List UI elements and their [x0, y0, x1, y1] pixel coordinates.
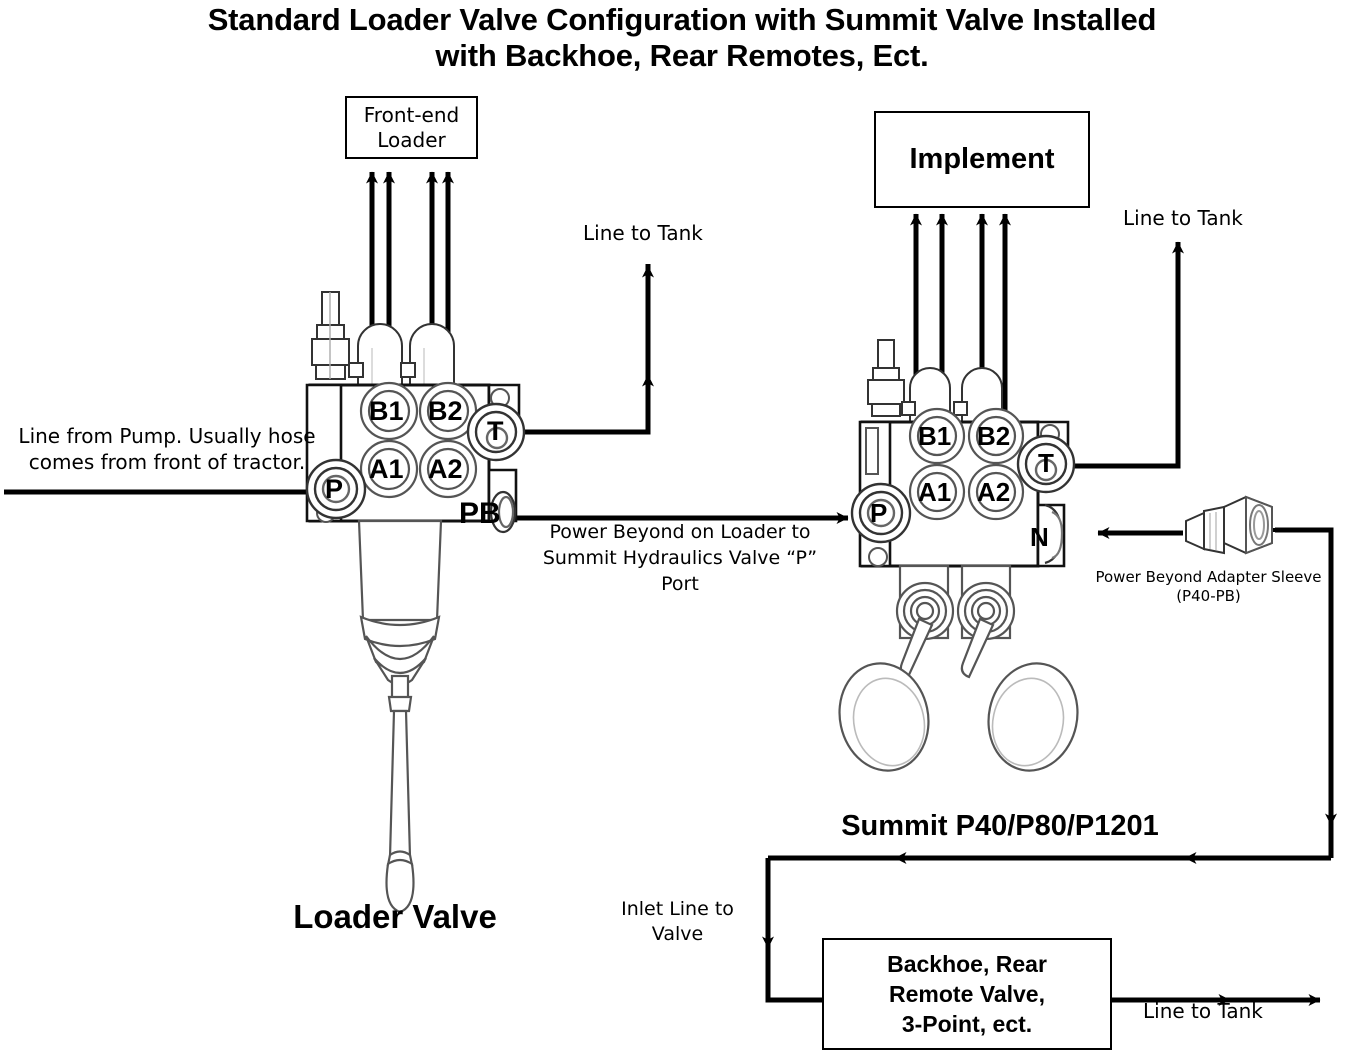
loader-port-b1: B1 [369, 396, 404, 426]
loader-port-b2: B2 [428, 396, 463, 426]
loader-port-p: P [325, 474, 344, 504]
implement-label: Implement [909, 143, 1055, 175]
summit-valve-illustration [838, 339, 1079, 772]
loader-valve-illustration [305, 291, 526, 914]
summit-n-port [1044, 503, 1064, 565]
summit-port-b1: B1 [918, 421, 952, 451]
title-line-1: Standard Loader Valve Configuration with… [207, 2, 1157, 37]
summit-port-t: T [1038, 448, 1054, 478]
front-end-loader-box: Front-end Loader [345, 96, 478, 159]
loader-port-a1: A1 [369, 454, 404, 484]
loader-valve-caption: Loader Valve [293, 898, 497, 935]
summit-tank-line [1065, 241, 1184, 469]
summit-levers [838, 564, 1079, 772]
page-title: Standard Loader Valve Configuration with… [0, 2, 1364, 74]
summit-port-a1: A1 [918, 477, 952, 507]
loader-t-port [466, 402, 526, 462]
loader-port-pb: PB [459, 497, 501, 530]
line-to-tank-loader-label: Line to Tank [583, 221, 703, 245]
summit-valve-caption: Summit P40/P80/P1201 [841, 810, 1159, 842]
loader-port-a2: A2 [428, 454, 463, 484]
summit-lever-left [838, 581, 955, 772]
power-beyond-adapter-sleeve-illustration [1185, 495, 1273, 555]
summit-port-a2: A2 [977, 477, 1011, 507]
bottom-return-line [762, 852, 1331, 1003]
line-to-tank-backhoe-label: Line to Tank [1143, 999, 1263, 1023]
loader-relief-cartridge [311, 291, 350, 380]
loader-p-port [305, 458, 367, 520]
line-to-tank-summit-label: Line to Tank [1123, 206, 1243, 230]
line-from-pump-label: Line from Pump. Usually hose comes from … [18, 424, 316, 474]
loader-work-ports [359, 381, 478, 499]
loader-pb-port [489, 490, 517, 534]
power-beyond-annotation: Power Beyond on Loader to Summit Hydraul… [542, 521, 818, 595]
front-end-loader-label: Front-end Loader [363, 102, 460, 152]
loader-spool-caps [348, 323, 455, 386]
summit-port-p: P [870, 498, 888, 528]
loader-joystick [357, 519, 443, 914]
summit-port-b2: B2 [977, 421, 1011, 451]
summit-t-port [1016, 434, 1076, 494]
summit-work-ports [908, 407, 1025, 521]
backhoe-rear-remote-box: Backhoe, Rear Remote Valve, 3-Point, ect… [822, 938, 1112, 1050]
summit-p-port [850, 482, 912, 544]
summit-port-n: N [1030, 522, 1049, 552]
summit-lever-right [956, 581, 1079, 772]
title-line-2: with Backhoe, Rear Remotes, Ect. [435, 38, 929, 73]
summit-relief-cartridge [867, 339, 905, 417]
loader-tank-line [520, 264, 654, 435]
implement-box: Implement [874, 111, 1090, 208]
inlet-line-to-valve-label: Inlet Line to Valve [621, 898, 734, 945]
power-beyond-adapter-label: Power Beyond Adapter Sleeve (P40-PB) [1095, 568, 1322, 605]
loader-port-t: T [487, 416, 504, 446]
backhoe-label: Backhoe, Rear Remote Valve, 3-Point, ect… [887, 951, 1047, 1037]
